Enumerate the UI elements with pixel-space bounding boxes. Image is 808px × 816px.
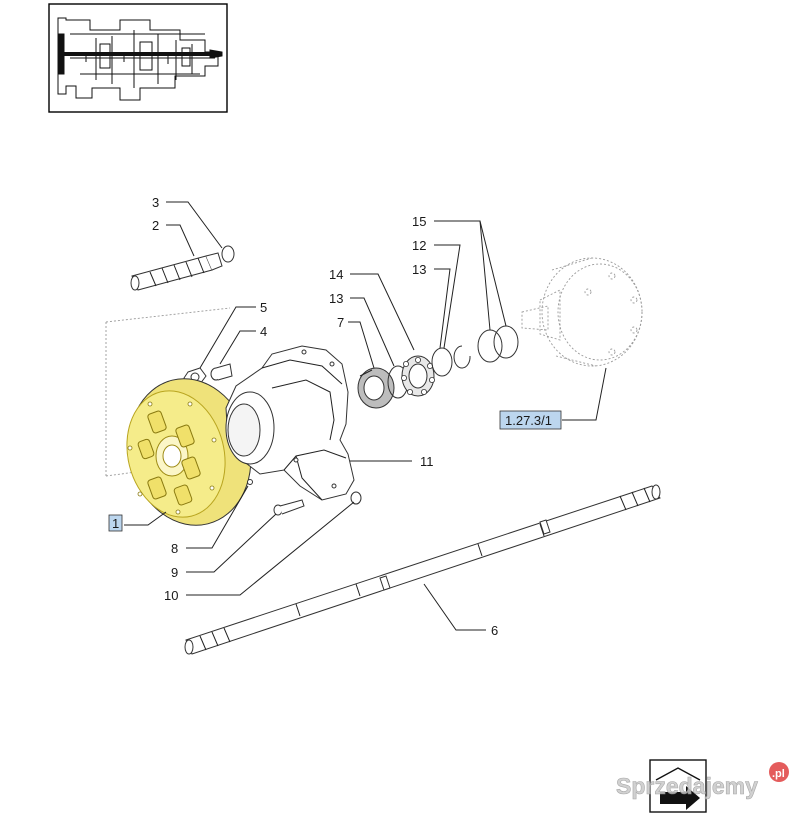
callout-10[interactable]: 10 [164, 588, 178, 603]
part-15-rings[interactable] [477, 325, 519, 363]
transmission-cutaway-icon[interactable] [48, 3, 228, 113]
mating-housing-ghost [521, 257, 643, 367]
callout-15[interactable]: 15 [412, 214, 426, 229]
watermark-text: Sprzedajemy [616, 773, 758, 799]
watermark: Sprzedajemy .pl [616, 762, 789, 799]
callout-9[interactable]: 9 [171, 565, 178, 580]
part-14-bearing[interactable] [400, 355, 435, 397]
part-10-plug[interactable] [350, 491, 362, 505]
part-11-housing[interactable] [225, 345, 355, 501]
part-4-bolt[interactable] [210, 363, 233, 381]
watermark-badge [769, 762, 789, 782]
callout-1-highlight [108, 514, 123, 532]
leader-lines [124, 201, 607, 631]
part-12-snap-ring[interactable] [453, 345, 471, 369]
part-13-ring-b[interactable] [431, 347, 453, 377]
callout-11[interactable]: 11 [420, 454, 434, 469]
callout-8[interactable]: 8 [171, 541, 178, 556]
part-6-drive-shaft[interactable] [184, 484, 661, 655]
callout-5[interactable]: 5 [260, 300, 267, 315]
reference-label: 1.27.3/1 [505, 413, 552, 428]
part-9-screw[interactable] [273, 499, 305, 516]
part-7-seal[interactable] [357, 367, 395, 409]
callout-labels: 3 2 5 4 1 8 9 10 11 6 14 13 7 15 12 13 1… [108, 195, 562, 638]
callout-4[interactable]: 4 [260, 324, 267, 339]
next-page-arrow-icon[interactable] [649, 759, 707, 813]
callout-14[interactable]: 14 [329, 267, 343, 282]
part-1-clutch-disc[interactable] [114, 366, 266, 539]
callout-13-left[interactable]: 13 [329, 291, 343, 306]
callout-6[interactable]: 6 [491, 623, 498, 638]
reference-link-1-27-3-1[interactable]: 1.27.3/1 [499, 410, 562, 430]
callout-2[interactable]: 2 [152, 218, 159, 233]
part-8-pin[interactable] [247, 479, 253, 485]
part-3-o-ring[interactable] [221, 245, 235, 263]
part-2-splined-shaft[interactable] [130, 252, 223, 291]
watermark-suffix: .pl [772, 768, 785, 780]
callout-3[interactable]: 3 [152, 195, 159, 210]
callout-12[interactable]: 12 [412, 238, 426, 253]
callout-13-right[interactable]: 13 [412, 262, 426, 277]
callout-1[interactable]: 1 [112, 516, 119, 531]
callout-7[interactable]: 7 [337, 315, 344, 330]
